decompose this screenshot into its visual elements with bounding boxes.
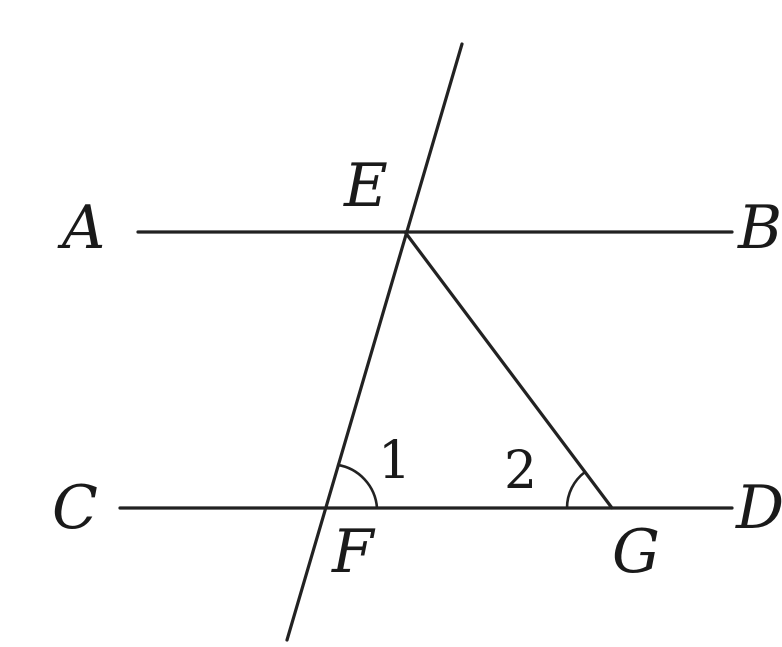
point-label-d: D [735,473,782,543]
angle-label-1: 1 [378,431,411,491]
angle-2-arc [565,470,586,509]
transversal-line [285,42,464,642]
angle-label-2: 2 [504,441,537,501]
point-label-e: E [343,151,388,221]
point-label-a: A [57,193,105,263]
point-label-g: G [612,517,660,587]
segment-eg [403,230,614,510]
point-label-c: C [52,473,98,543]
angle-1-arc [336,463,379,509]
point-label-f: F [331,517,376,587]
point-label-b: B [737,193,782,263]
